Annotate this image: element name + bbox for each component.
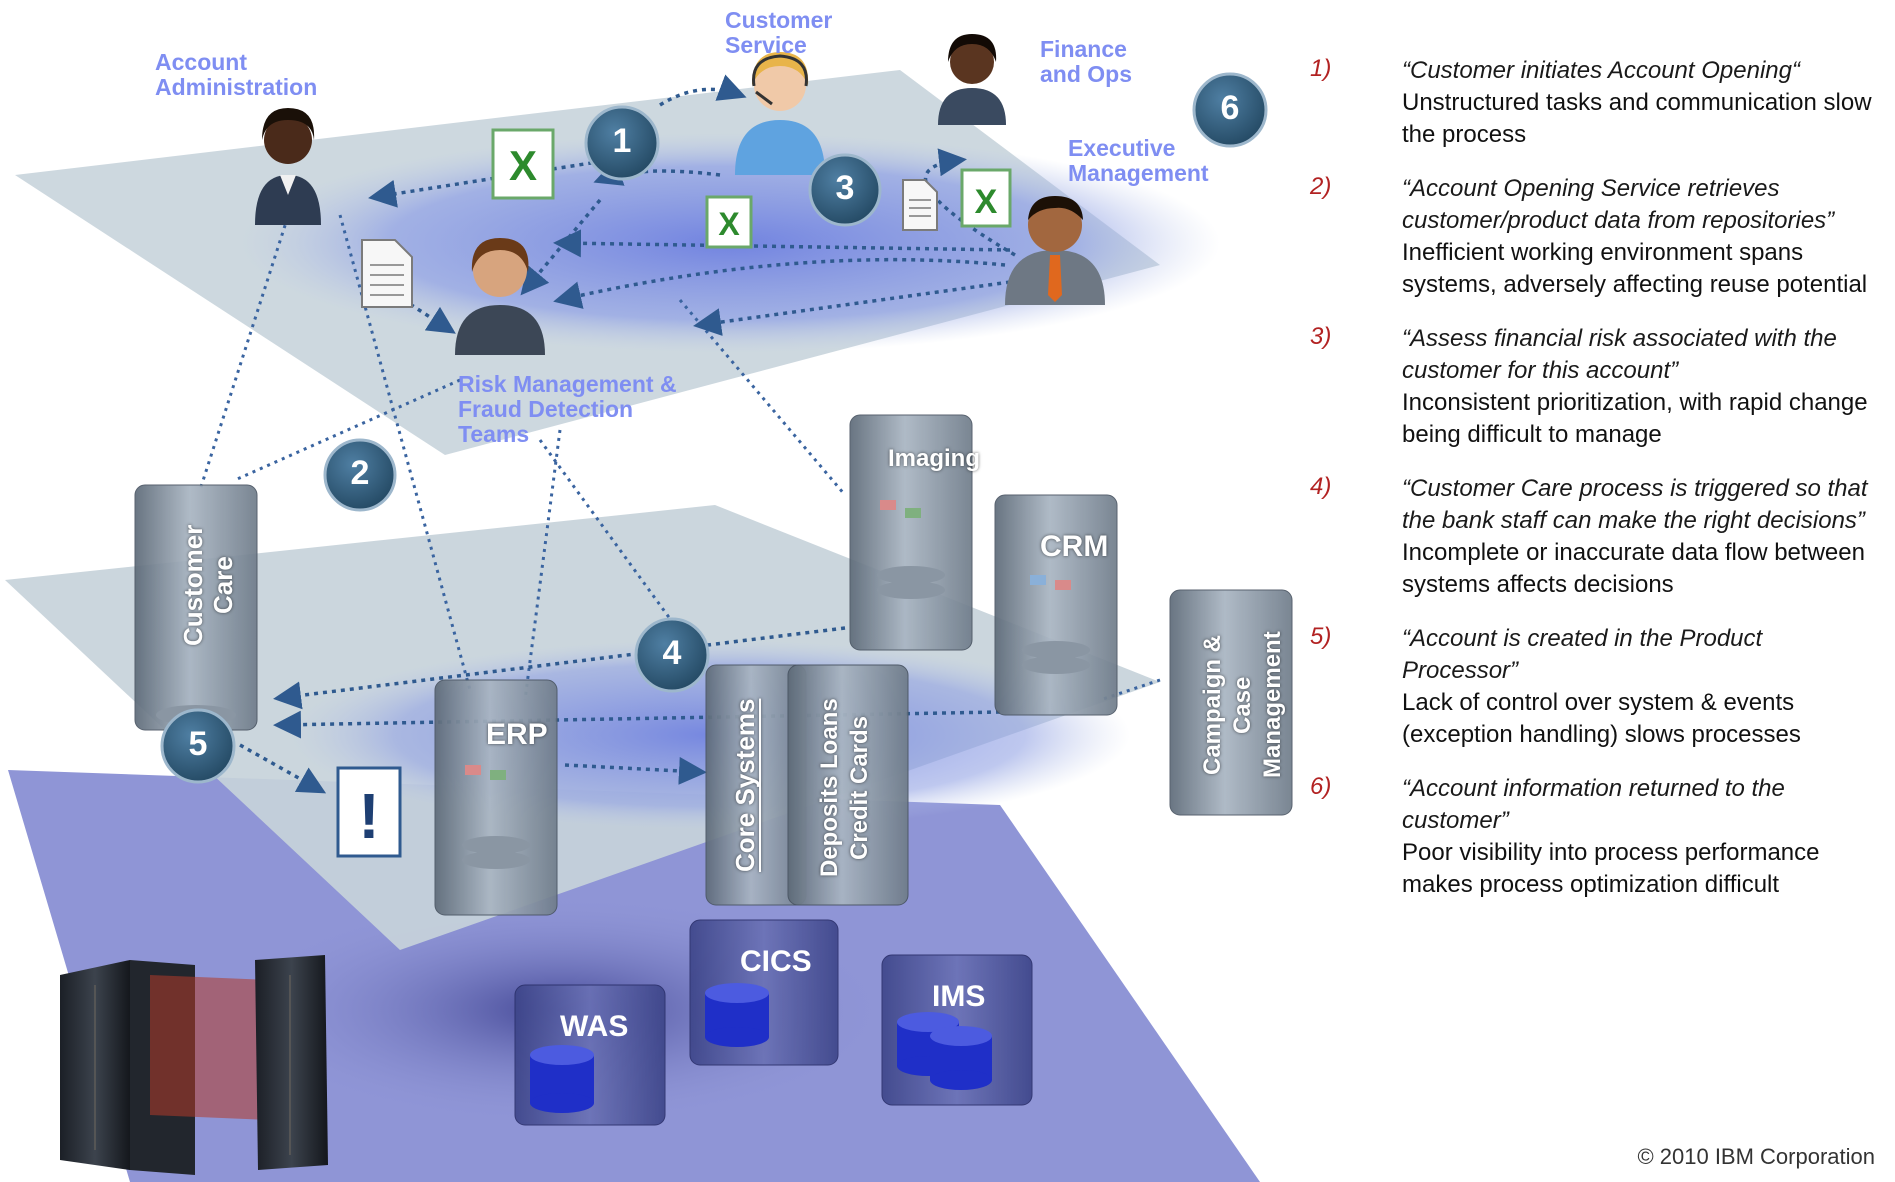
deposits-server-icon (787, 664, 909, 906)
note-number: 2) (1310, 173, 1332, 200)
document-icon (902, 179, 938, 231)
step-badge-5 (160, 708, 236, 784)
finance-ops-label: Finance and Ops (1040, 36, 1133, 87)
deposits-label: Deposits Loans Credit Cards (816, 698, 873, 877)
account-admin-person-icon (255, 108, 321, 225)
risk-mgmt-person-icon (455, 238, 545, 355)
finance-ops-person-icon (938, 34, 1006, 125)
note-item: 3) “Assess financial risk associated wit… (1310, 323, 1880, 451)
account-admin-label: Account Administration (155, 49, 318, 100)
core-systems-label: Core Systems (730, 698, 760, 872)
campaign-label: Campaign & Case Management (1199, 631, 1286, 779)
imaging-server-icon (849, 414, 973, 651)
note-number: 1) (1310, 55, 1332, 82)
excel-icon: X (960, 168, 1012, 228)
cics-label: CICS (740, 945, 812, 978)
ims-database-icon (881, 954, 1033, 1106)
note-description: Inconsistent prioritization, with rapid … (1402, 389, 1868, 448)
campaign-server-icon (1169, 589, 1293, 816)
step-badge-2 (323, 438, 397, 512)
ims-label: IMS (932, 980, 986, 1013)
note-quote: “Account Opening Service retrieves custo… (1402, 175, 1835, 234)
note-description: Lack of control over system & events (ex… (1402, 689, 1801, 748)
step-badge-3 (808, 153, 882, 227)
step-badge-1 (584, 105, 660, 181)
was-label: WAS (560, 1010, 629, 1043)
erp-label: ERP (486, 718, 548, 751)
alert-icon: ! (336, 766, 402, 858)
badge-number-3: 3 (835, 169, 855, 207)
note-quote: “Customer initiates Account Opening“ (1402, 57, 1800, 84)
badge-number-6: 6 (1220, 89, 1240, 127)
note-description: Poor visibility into process performance… (1402, 839, 1820, 898)
svg-text:X: X (975, 183, 998, 221)
note-item: 6) “Account information returned to the … (1310, 773, 1880, 901)
svg-text:!: ! (358, 780, 379, 852)
mainframe-icon (60, 955, 328, 1175)
note-item: 5) “Account is created in the Product Pr… (1310, 623, 1880, 751)
note-item: 1) “Customer initiates Account Opening“ … (1310, 55, 1880, 151)
excel-icon: X (491, 128, 555, 200)
crm-server-icon (994, 494, 1118, 716)
copyright-notice: © 2010 IBM Corporation (1637, 1144, 1875, 1169)
note-description: Inefficient working environment spans sy… (1402, 239, 1868, 298)
note-item: 4) “Customer Care process is triggered s… (1310, 473, 1880, 601)
step-badge-4 (634, 617, 710, 693)
note-number: 5) (1310, 623, 1332, 650)
customer-service-label: Customer Service (725, 7, 833, 58)
svg-text:X: X (718, 206, 740, 242)
badge-number-1: 1 (612, 122, 632, 160)
executive-mgmt-label: Executive Management (1068, 135, 1209, 186)
badge-number-4: 4 (662, 634, 682, 672)
step-notes-list: 1) “Customer initiates Account Opening“ … (1310, 55, 1880, 917)
badge-number-5: 5 (188, 725, 208, 763)
note-quote: “Account is created in the Product Proce… (1402, 625, 1763, 684)
erp-server-icon (434, 679, 558, 916)
note-number: 3) (1310, 323, 1332, 350)
imaging-label: Imaging (888, 445, 981, 472)
note-description: Incomplete or inaccurate data flow betwe… (1402, 539, 1865, 598)
cics-database-icon (689, 919, 839, 1066)
excel-icon: X (705, 195, 753, 249)
note-quote: “Account information returned to the cus… (1402, 775, 1785, 834)
was-database-icon (514, 984, 666, 1126)
note-item: 2) “Account Opening Service retrieves cu… (1310, 173, 1880, 301)
executive-person-icon (1005, 196, 1105, 305)
document-icon (361, 239, 413, 308)
customer-care-label: Customer Care (178, 524, 238, 646)
note-number: 6) (1310, 773, 1332, 800)
badge-number-2: 2 (350, 454, 370, 492)
crm-label: CRM (1040, 530, 1109, 563)
customer-service-headset-person-icon (735, 52, 825, 175)
note-quote: “Assess financial risk associated with t… (1402, 325, 1837, 384)
svg-text:X: X (509, 142, 537, 189)
note-quote: “Customer Care process is triggered so t… (1402, 475, 1868, 534)
note-number: 4) (1310, 473, 1332, 500)
risk-mgmt-label: Risk Management & Fraud Detection Teams (458, 371, 677, 447)
step-badge-6 (1192, 72, 1268, 148)
note-description: Unstructured tasks and communication slo… (1402, 89, 1872, 148)
